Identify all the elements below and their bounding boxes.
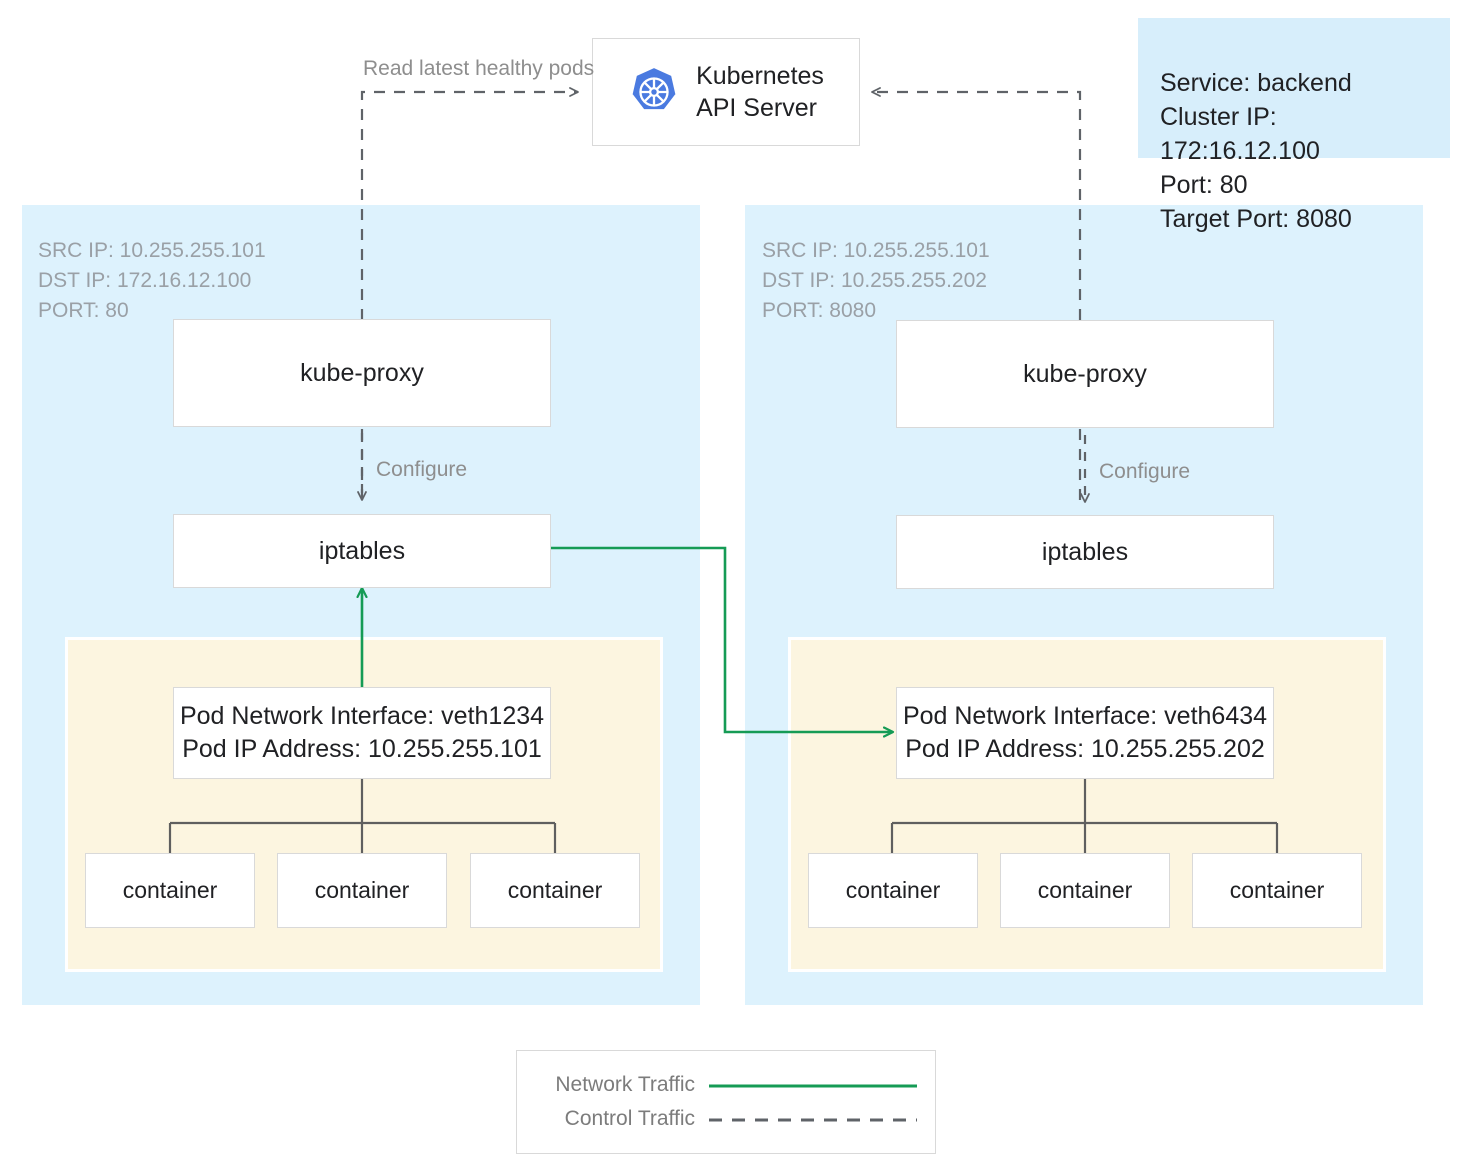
read-latest-healthy-pods-label: Read latest healthy pods [363, 57, 595, 80]
kube-proxy-label-right: kube-proxy [1023, 359, 1147, 388]
pod-network-interface-box-left[interactable]: Pod Network Interface: veth1234 Pod IP A… [173, 687, 551, 779]
legend-swatch-control-traffic [709, 1118, 917, 1122]
container-box[interactable]: container [470, 853, 640, 928]
container-box[interactable]: container [277, 853, 447, 928]
kubernetes-logo-icon [628, 66, 680, 118]
container-label: container [1229, 876, 1325, 903]
service-info-text: Service: backend Cluster IP: 172:16.12.1… [1160, 69, 1352, 233]
kubernetes-api-server-box[interactable]: Kubernetes API Server [592, 38, 860, 146]
iptables-label-left: iptables [318, 536, 406, 565]
service-info-box: Service: backend Cluster IP: 172:16.12.1… [1138, 18, 1450, 233]
api-server-label: Kubernetes API Server [696, 61, 824, 123]
kube-proxy-box-right[interactable]: kube-proxy [896, 320, 1274, 428]
legend-label-network-traffic: Network Traffic [555, 1073, 695, 1096]
legend-swatch-network-traffic [709, 1084, 917, 1088]
kube-proxy-box-left[interactable]: kube-proxy [173, 319, 551, 427]
kube-proxy-label-left: kube-proxy [300, 358, 424, 387]
pod-network-interface-label-left: Pod Network Interface: veth1234 Pod IP A… [179, 701, 545, 764]
packet-info-left: SRC IP: 10.255.255.101 DST IP: 172.16.12… [38, 239, 266, 322]
legend-label-control-traffic: Control Traffic [564, 1107, 695, 1130]
container-label: container [845, 876, 941, 903]
configure-label-right: Configure [1099, 460, 1191, 483]
container-box[interactable]: container [1192, 853, 1362, 928]
container-label: container [507, 876, 603, 903]
container-box[interactable]: container [808, 853, 978, 928]
iptables-label-right: iptables [1041, 537, 1129, 566]
container-label: container [1037, 876, 1133, 903]
iptables-box-right[interactable]: iptables [896, 515, 1274, 589]
container-box[interactable]: container [1000, 853, 1170, 928]
container-label: container [122, 876, 218, 903]
packet-info-right: SRC IP: 10.255.255.101 DST IP: 10.255.25… [762, 239, 990, 322]
pod-network-interface-label-right: Pod Network Interface: veth6434 Pod IP A… [902, 701, 1268, 764]
container-label: container [314, 876, 410, 903]
configure-label-left: Configure [376, 458, 468, 481]
pod-network-interface-box-right[interactable]: Pod Network Interface: veth6434 Pod IP A… [896, 687, 1274, 779]
iptables-box-left[interactable]: iptables [173, 514, 551, 588]
legend: Network Traffic Control Traffic [516, 1050, 936, 1154]
container-box[interactable]: container [85, 853, 255, 928]
